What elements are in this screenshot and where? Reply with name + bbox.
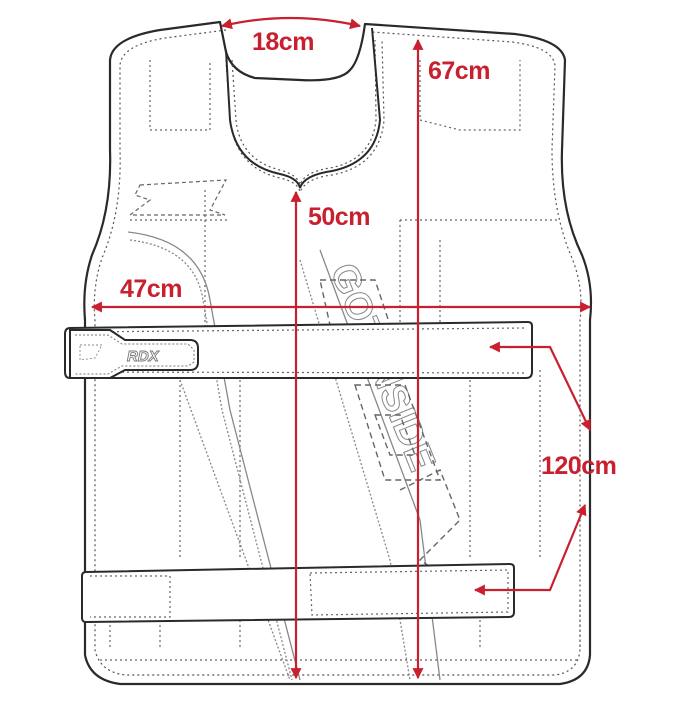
bottom-strap — [81, 562, 515, 624]
neck-width-label: 18cm — [252, 28, 314, 56]
chest-width-label: 47cm — [120, 275, 182, 303]
top-strap: RDX — [64, 320, 533, 379]
strap-length-label: 120cm — [541, 452, 617, 480]
total-height-label: 67cm — [428, 57, 490, 85]
measurement-lines — [90, 16, 592, 680]
svg-text:RDX: RDX — [127, 348, 160, 365]
logo-mark — [128, 179, 228, 216]
body-height-label: 50cm — [308, 203, 370, 231]
